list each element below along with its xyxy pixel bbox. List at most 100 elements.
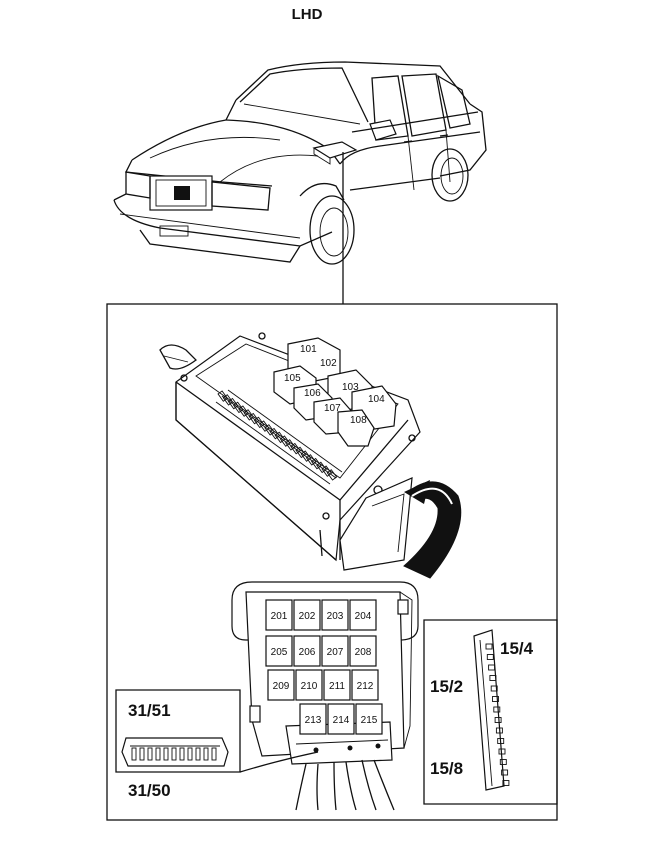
connector-pin bbox=[131, 747, 137, 761]
connector-pin bbox=[495, 727, 503, 734]
relay-slot-210 bbox=[295, 669, 323, 701]
fuse-slot bbox=[295, 446, 306, 459]
fuse-slot bbox=[326, 469, 338, 481]
connector-15-pins bbox=[485, 643, 510, 786]
fuse-slot bbox=[311, 457, 322, 470]
label-15-2: 15/2 bbox=[430, 677, 463, 696]
fuse-slot bbox=[290, 442, 301, 455]
relay-slot-209 bbox=[267, 669, 295, 701]
relay-slot-205 bbox=[265, 635, 293, 667]
relay-slot-203 bbox=[321, 599, 349, 631]
label-15-8: 15/8 bbox=[430, 759, 463, 778]
relay-215: 215 bbox=[361, 715, 378, 726]
relay-210: 210 bbox=[301, 681, 318, 692]
fuse-slot bbox=[305, 454, 317, 466]
relay-slot-202 bbox=[293, 599, 321, 631]
connector-pin bbox=[498, 748, 506, 755]
fuse-slot bbox=[217, 390, 228, 402]
connector-pin bbox=[489, 675, 497, 681]
heading-lhd: LHD bbox=[292, 6, 323, 23]
upper-fuse-box bbox=[159, 332, 421, 571]
relay-slot-212 bbox=[351, 669, 379, 701]
connector-pin bbox=[139, 747, 145, 761]
relay-106: 106 bbox=[304, 388, 321, 399]
fuse-slot bbox=[227, 397, 239, 410]
relay-204: 204 bbox=[355, 611, 372, 622]
fuse-slot bbox=[253, 416, 265, 429]
rotation-arrow bbox=[403, 481, 462, 579]
relay-104: 104 bbox=[368, 394, 385, 405]
fuse-slot bbox=[279, 435, 291, 447]
connector-pin bbox=[502, 780, 510, 786]
connector-pin bbox=[493, 706, 501, 713]
connector-pin bbox=[171, 747, 177, 761]
connector-pin bbox=[488, 664, 496, 671]
detail-frame bbox=[106, 303, 558, 821]
relay-201: 201 bbox=[271, 611, 288, 622]
connector-pin bbox=[187, 747, 193, 761]
relay-207: 207 bbox=[327, 647, 344, 658]
connector-pin bbox=[492, 696, 499, 702]
fuse-slot bbox=[248, 412, 260, 425]
fuse-slot bbox=[264, 424, 275, 436]
fuse-slot bbox=[274, 431, 286, 444]
fuse-slot bbox=[300, 450, 312, 462]
fuse-slot bbox=[233, 401, 244, 414]
connector-pin bbox=[485, 643, 493, 650]
fuse-slot bbox=[285, 439, 296, 451]
relay-213: 213 bbox=[305, 715, 322, 726]
relay-slot-207 bbox=[321, 635, 349, 667]
connector-pin bbox=[163, 747, 169, 761]
relay-108: 108 bbox=[350, 415, 367, 426]
fuse-slot bbox=[321, 465, 332, 477]
relay-212: 212 bbox=[357, 681, 374, 692]
relay-102: 102 bbox=[320, 358, 337, 369]
relay-slot-204 bbox=[349, 599, 377, 631]
label-31-51: 31/51 bbox=[128, 701, 171, 720]
relay-slot-211 bbox=[323, 669, 351, 701]
connector-pin bbox=[494, 717, 502, 723]
connector-pin bbox=[497, 738, 505, 744]
relay-205: 205 bbox=[271, 647, 288, 658]
connector-pin bbox=[501, 769, 509, 776]
relay-slot-208 bbox=[349, 635, 377, 667]
relay-209: 209 bbox=[273, 681, 290, 692]
relay-slot-215 bbox=[355, 703, 383, 735]
connector-pin bbox=[203, 747, 209, 761]
relay-101: 101 bbox=[300, 344, 317, 355]
connector-pin bbox=[486, 654, 494, 660]
connector-pin bbox=[147, 747, 153, 761]
relay-slot-206 bbox=[293, 635, 321, 667]
fuse-slot bbox=[238, 405, 249, 417]
car-illustration bbox=[113, 61, 487, 265]
label-15-4: 15/4 bbox=[500, 639, 534, 658]
fuse-slot bbox=[222, 394, 234, 406]
connector-pin bbox=[195, 747, 201, 761]
relay-202: 202 bbox=[299, 611, 316, 622]
inset-31-connectors: 31/51 31/50 bbox=[115, 689, 319, 800]
relay-208: 208 bbox=[355, 647, 372, 658]
relay-214: 214 bbox=[333, 715, 350, 726]
fuse-array bbox=[215, 389, 343, 485]
inset-15-connector: 15/4 15/2 15/8 bbox=[423, 619, 558, 805]
connector-pin bbox=[179, 747, 185, 761]
relay-slot-201 bbox=[265, 599, 293, 631]
fuse-slot bbox=[259, 420, 270, 432]
relay-107: 107 bbox=[324, 403, 341, 414]
connector-pin bbox=[490, 685, 498, 692]
fuse-slot bbox=[243, 409, 254, 421]
relay-slot-214 bbox=[327, 703, 355, 735]
relay-105: 105 bbox=[284, 373, 301, 384]
fuse-slot bbox=[316, 461, 327, 474]
connector-pin bbox=[155, 747, 161, 761]
fuse-slots bbox=[217, 390, 338, 481]
relay-211: 211 bbox=[329, 681, 345, 692]
connector-pin bbox=[499, 759, 507, 765]
fuse-slot bbox=[269, 427, 280, 440]
label-31-50: 31/50 bbox=[128, 781, 171, 800]
relay-slot-213 bbox=[299, 703, 327, 735]
